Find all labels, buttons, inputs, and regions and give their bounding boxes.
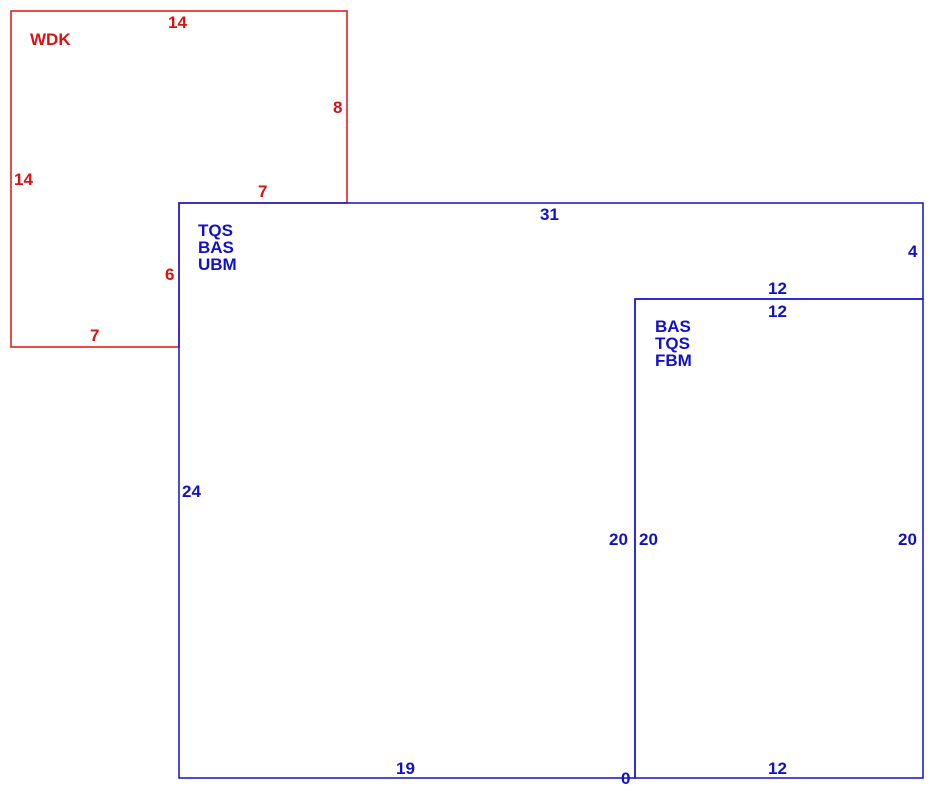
wdk-edge-left: 14: [14, 170, 33, 189]
wdk-edge-top: 14: [168, 13, 187, 32]
small-edge-left: 20: [639, 530, 658, 549]
small-edge-bottom: 12: [768, 759, 787, 778]
wdk-region-name: WDK: [30, 30, 71, 49]
small-edge-top-outer: 12: [768, 279, 787, 298]
large-edge-bottom: 19: [396, 759, 415, 778]
large-region-code-1: TQS: [198, 221, 233, 240]
large-region-outline: [178, 202, 924, 779]
small-region-code-3: FBM: [655, 351, 692, 370]
large-edge-left: 24: [182, 482, 201, 501]
small-region-code-1: BAS: [655, 317, 691, 336]
small-edge-right: 20: [898, 530, 917, 549]
small-region-code-2: TQS: [655, 334, 690, 353]
large-edge-inner-right: 20: [609, 530, 628, 549]
large-edge-top: 31: [540, 205, 559, 224]
wdk-edge-right: 8: [333, 98, 342, 117]
large-region-code-3: UBM: [198, 255, 237, 274]
wdk-edge-bottom: 7: [90, 326, 99, 345]
large-region-code-2: BAS: [198, 238, 234, 257]
large-edge-right-upper: 4: [908, 242, 918, 261]
wdk-edge-inner-left: 6: [165, 265, 174, 284]
large-corner-label: 0: [621, 769, 630, 788]
small-region-outline: [634, 298, 924, 779]
small-edge-top-inner: 12: [768, 302, 787, 321]
wdk-edge-inner-top: 7: [258, 182, 267, 201]
